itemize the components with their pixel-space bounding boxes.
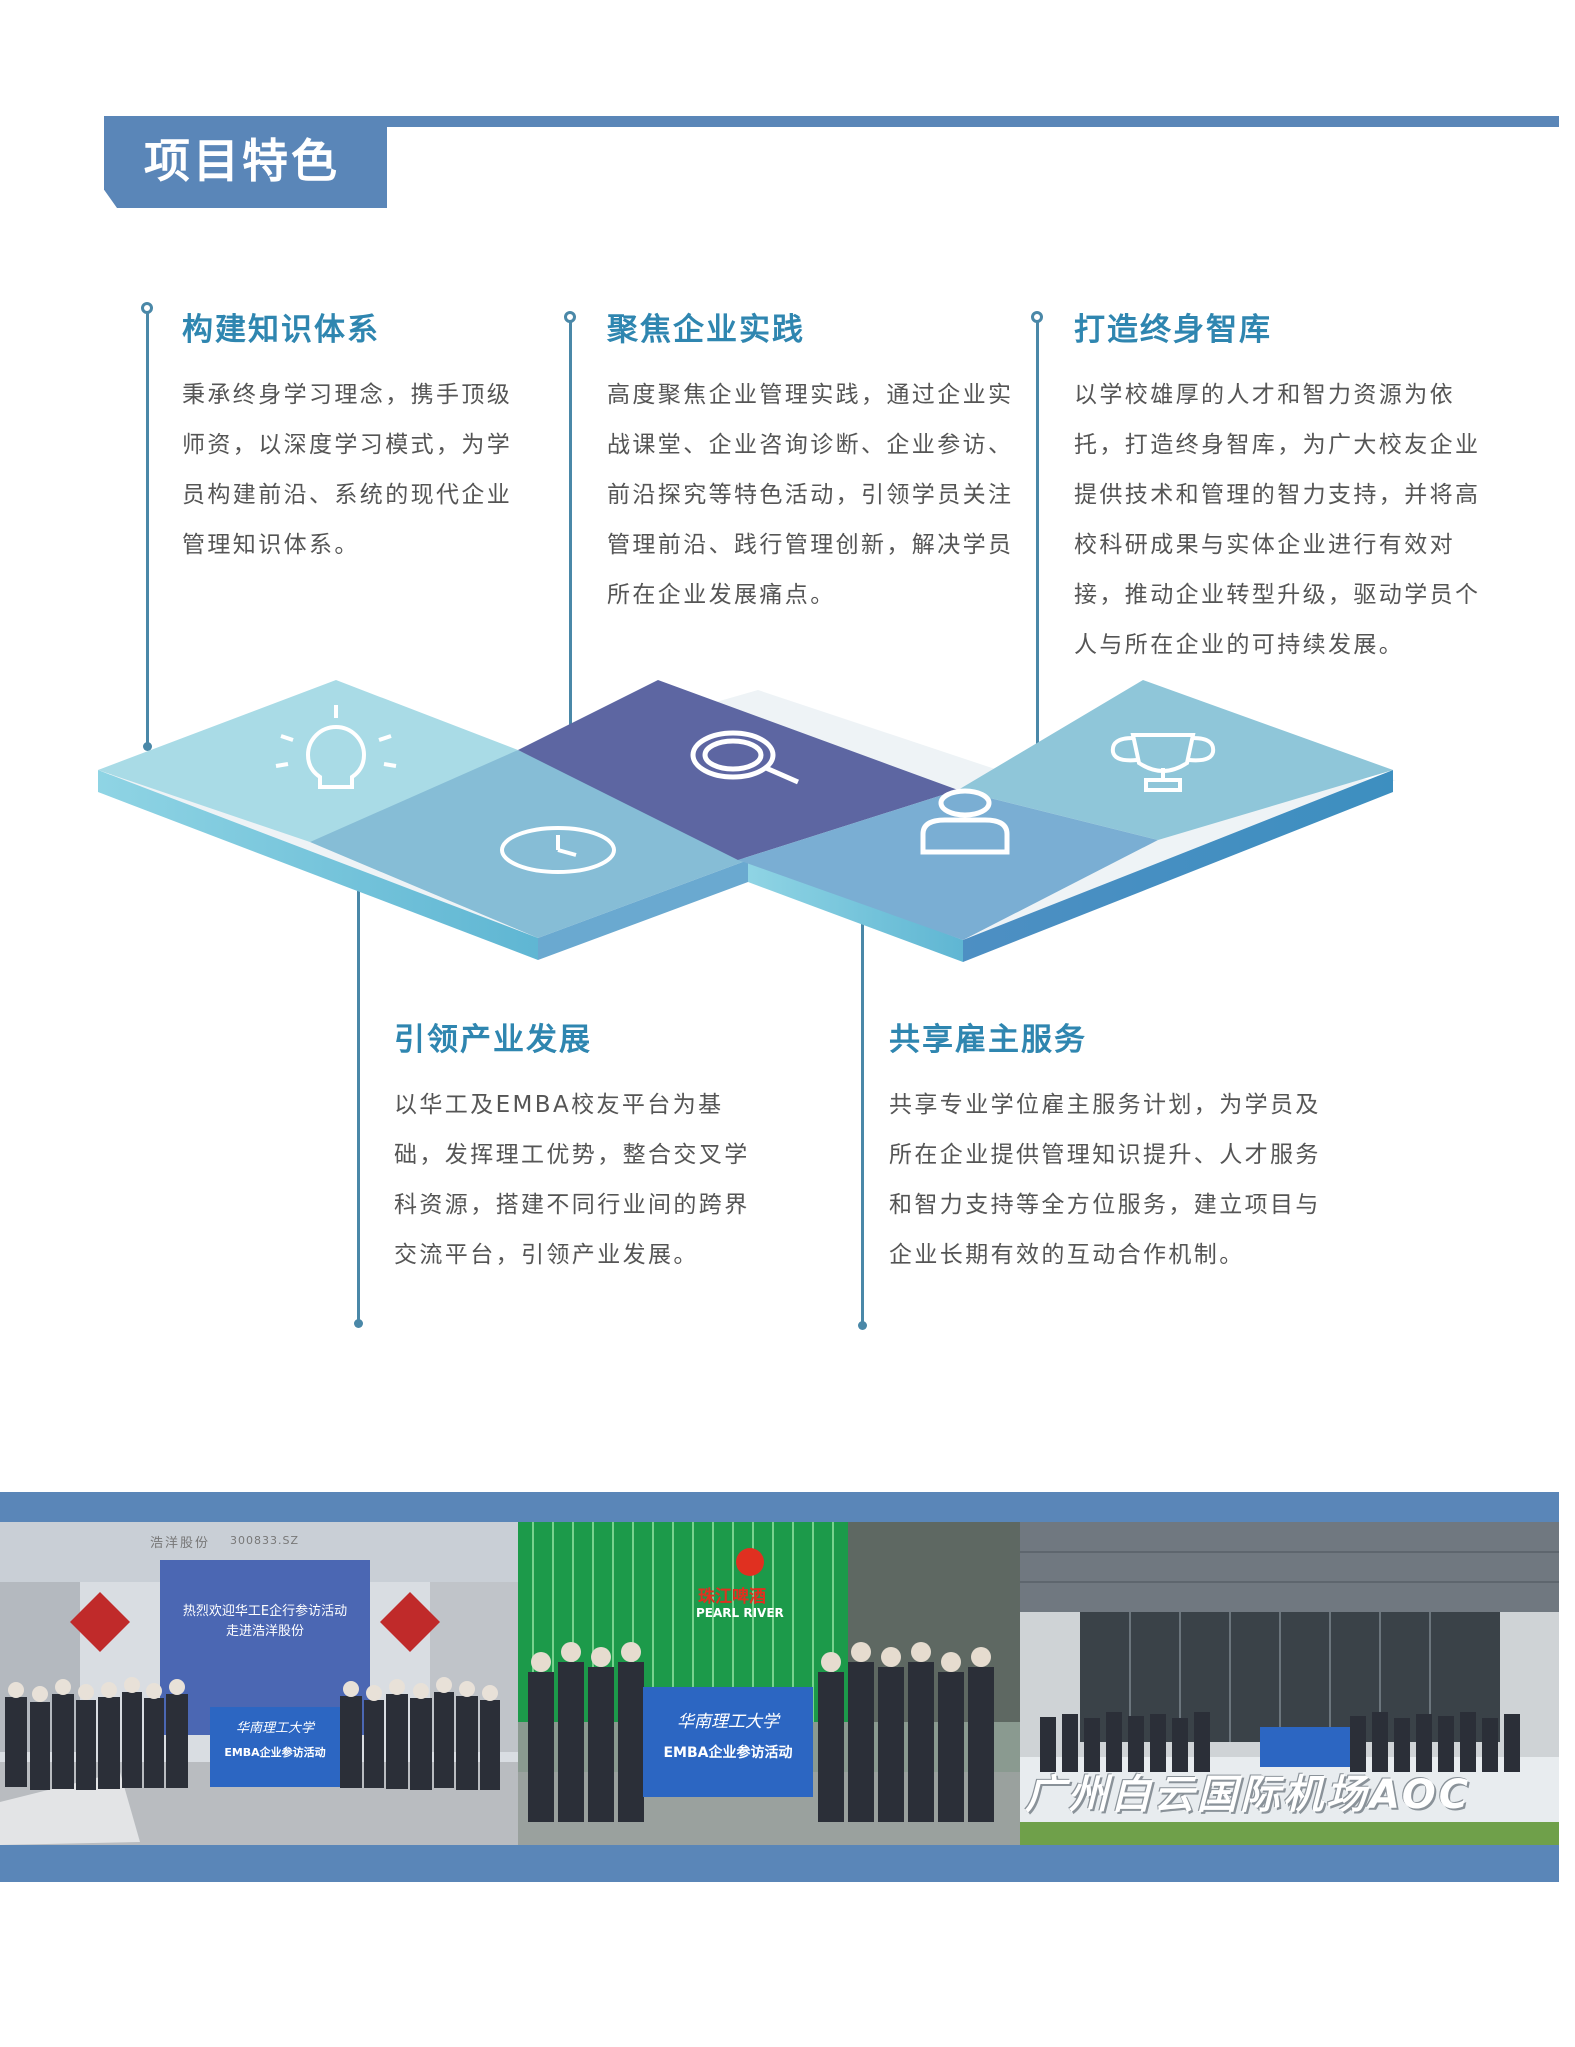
feature-body: 以华工及EMBA校友平台为基 础，发挥理工优势，整合交叉学 科资源，搭建不同行业… xyxy=(394,1092,750,1268)
lightbulb-icon xyxy=(275,705,397,789)
photo1-sign: 浩洋股份 xyxy=(150,1536,211,1551)
puzzle-graphic xyxy=(98,680,1396,962)
feature-employer-service: 共享雇主服务 共享专业学位雇主服务计划，为学员及 所在企业提供管理知识提升、人才… xyxy=(889,1018,1329,1280)
connector-line xyxy=(146,312,149,746)
feature-body: 共享专业学位雇主服务计划，为学员及 所在企业提供管理知识提升、人才服务 和智力支… xyxy=(889,1092,1321,1268)
feature-title: 构建知识体系 xyxy=(182,312,380,348)
header-rule xyxy=(385,116,1559,127)
feature-body: 以学校雄厚的人才和智力资源为依 托，打造终身智库，为广大校友企业 提供技术和管理… xyxy=(1074,382,1481,658)
photo1-sign-code: 300833.SZ xyxy=(230,1534,300,1547)
connector-line xyxy=(569,321,572,729)
feature-title: 打造终身智库 xyxy=(1074,312,1272,348)
feature-title: 引领产业发展 xyxy=(394,1022,592,1058)
photo2-flag-line2: EMBA企业参访活动 xyxy=(663,1745,793,1761)
connector-line xyxy=(861,850,864,1324)
feature-title: 聚焦企业实践 xyxy=(607,312,805,348)
connector-dot xyxy=(858,1321,867,1330)
connector-line xyxy=(357,850,360,1322)
feature-knowledge-system: 构建知识体系 秉承终身学习理念，携手顶级 师资，以深度学习模式，为学 员构建前沿… xyxy=(182,308,542,570)
photo1-banner-line2: 走进浩洋股份 xyxy=(225,1624,304,1639)
feature-enterprise-practice: 聚焦企业实践 高度聚焦企业管理实践，通过企业实 战课堂、企业咨询诊断、企业参访、… xyxy=(607,308,1027,620)
person-icon xyxy=(920,788,1010,855)
magnifier-icon xyxy=(690,730,800,785)
trophy-icon xyxy=(1110,733,1216,792)
feature-body: 高度聚焦企业管理实践，通过企业实 战课堂、企业咨询诊断、企业参访、 前沿探究等特… xyxy=(607,382,1014,608)
photo-haoyang-visit: 浩洋股份 300833.SZ 热烈欢迎华工E企行参访活动 走进浩洋股份 华南理工… xyxy=(0,1522,518,1845)
clock-icon xyxy=(500,826,616,874)
title-tab xyxy=(104,116,387,208)
page-title: 项目特色 xyxy=(144,134,340,188)
connector-dot xyxy=(143,742,152,751)
connector-dot xyxy=(354,1319,363,1328)
photo-pearl-river-visit: 珠江啤酒 PEARL RIVER 华南理工大学 EMBA企业参访活动 xyxy=(518,1522,1020,1845)
connector-line xyxy=(1036,321,1039,761)
feature-body: 秉承终身学习理念，携手顶级 师资，以深度学习模式，为学 员构建前沿、系统的现代企… xyxy=(182,382,513,558)
feature-lifelong-think-tank: 打造终身智库 以学校雄厚的人才和智力资源为依 托，打造终身智库，为广大校友企业 … xyxy=(1074,308,1494,670)
photo-airport-aoc-visit: 广州白云国际机场AOC xyxy=(1020,1522,1559,1845)
feature-title: 共享雇主服务 xyxy=(889,1022,1087,1058)
photo3-sign: 广州白云国际机场AOC xyxy=(1025,1772,1472,1818)
feature-lead-industry: 引领产业发展 以华工及EMBA校友平台为基 础，发挥理工优势，整合交叉学 科资源… xyxy=(394,1018,774,1280)
photo1-flag-line1: 华南理工大学 xyxy=(235,1721,314,1736)
photo2-flag-line1: 华南理工大学 xyxy=(677,1712,779,1732)
photo2-sign-cn: 珠江啤酒 xyxy=(698,1587,766,1607)
photo1-flag-line2: EMBA企业参访活动 xyxy=(224,1746,326,1759)
photo1-banner-line1: 热烈欢迎华工E企行参访活动 xyxy=(182,1604,348,1619)
photo2-sign-en: PEARL RIVER xyxy=(696,1606,784,1620)
